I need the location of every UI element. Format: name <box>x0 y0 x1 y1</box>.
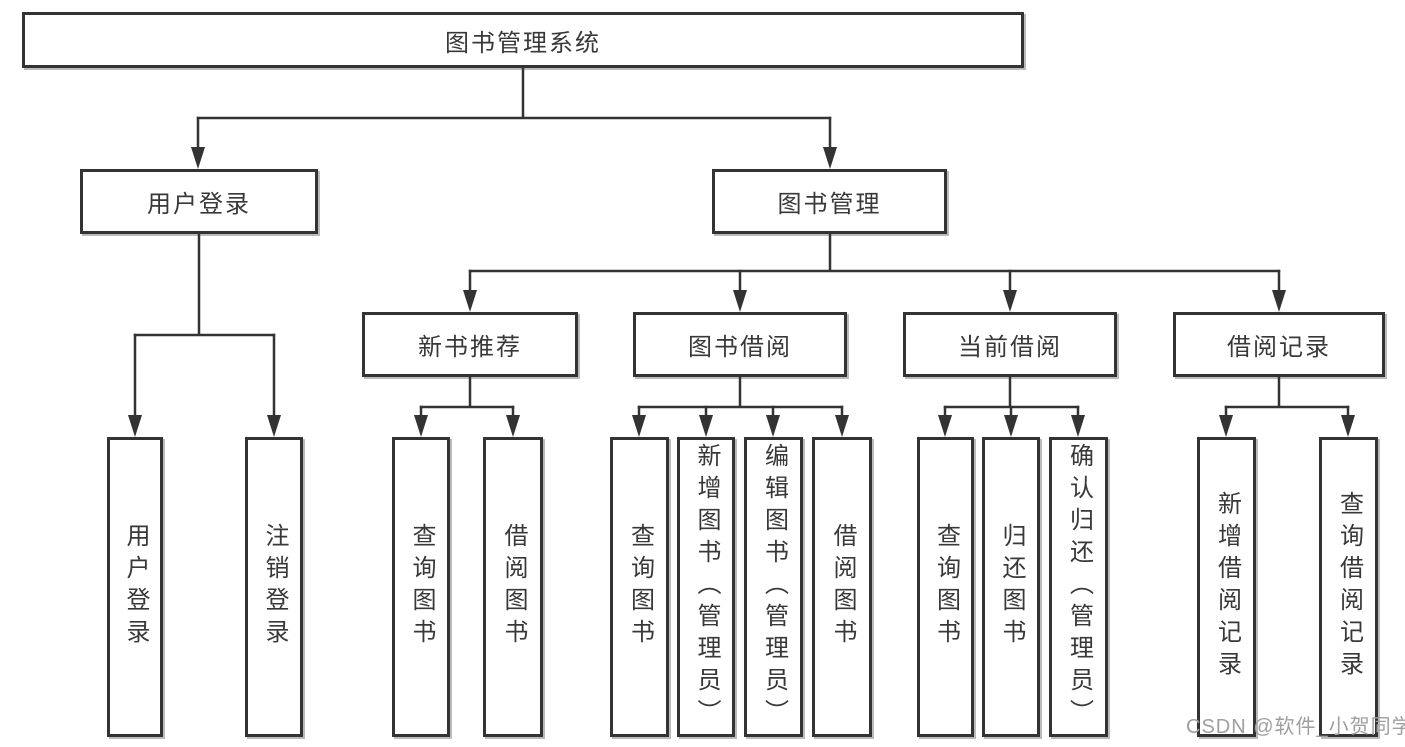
leaf-add-books-admin: 新增图书（管理员） <box>677 437 735 737</box>
node-label: 当前借阅 <box>958 334 1062 361</box>
node-book-management: 图书管理 <box>712 169 947 234</box>
node-label: 新增借阅记录 <box>1213 491 1241 683</box>
node-label: 图书管理 <box>777 191 882 218</box>
arrowhead-icon <box>1219 415 1233 437</box>
arrowhead-icon <box>766 415 780 437</box>
arrowhead-icon <box>733 290 747 312</box>
node-book-borrowing: 图书借阅 <box>633 312 847 377</box>
csdn-watermark: CSDN @软件_小贺同学 <box>1186 716 1405 738</box>
leaf-borrow-books: 借阅图书 <box>812 437 872 737</box>
leaf-query-books-recommend: 查询图书 <box>392 437 450 737</box>
arrowhead-icon <box>699 415 713 437</box>
leaf-query-borrow-record: 查询借阅记录 <box>1319 437 1378 737</box>
arrowhead-icon <box>463 290 477 312</box>
node-label: 新增图书（管理员） <box>693 443 720 731</box>
node-user-login: 用户登录 <box>80 169 318 234</box>
leaf-user-login: 用户登录 <box>107 437 163 737</box>
leaf-query-books-borrowing: 查询图书 <box>610 437 669 737</box>
leaf-logout: 注销登录 <box>245 437 303 737</box>
node-new-book-recommend: 新书推荐 <box>362 312 578 377</box>
node-label: 归还图书 <box>998 523 1025 651</box>
node-label: 借阅图书 <box>500 523 527 651</box>
node-label: 用户登录 <box>122 523 149 651</box>
node-label: 查询图书 <box>626 523 654 651</box>
arrowhead-icon <box>1003 290 1017 312</box>
arrowhead-icon <box>414 415 428 437</box>
leaf-confirm-return-admin: 确认归还（管理员） <box>1049 437 1108 737</box>
node-label: 用户登录 <box>147 191 251 218</box>
node-label: 借阅记录 <box>1227 334 1331 361</box>
leaf-add-borrow-record: 新增借阅记录 <box>1197 437 1256 737</box>
node-current-borrowing: 当前借阅 <box>903 312 1117 377</box>
node-label: 注销登录 <box>261 523 288 651</box>
arrowhead-icon <box>938 415 952 437</box>
leaf-return-books: 归还图书 <box>982 437 1040 737</box>
node-label: 查询图书 <box>408 523 435 651</box>
arrowhead-icon <box>191 147 205 169</box>
arrowhead-icon <box>1341 415 1355 437</box>
arrowhead-icon <box>632 415 646 437</box>
node-label: 查询图书 <box>932 523 960 651</box>
leaf-borrow-books-recommend: 借阅图书 <box>483 437 543 737</box>
leaf-query-books-current: 查询图书 <box>917 437 974 737</box>
node-label: 图书管理系统 <box>445 29 601 57</box>
node-label: 图书借阅 <box>688 334 792 361</box>
arrow-shafts <box>133 116 1350 425</box>
arrowhead-icon <box>1004 415 1018 437</box>
arrowhead-icon <box>835 415 849 437</box>
arrowhead-icon <box>1272 290 1286 312</box>
node-label: 借阅图书 <box>829 523 856 651</box>
arrowhead-icon <box>128 415 142 437</box>
node-label: 查询借阅记录 <box>1335 491 1363 683</box>
arrowhead-icon <box>506 415 520 437</box>
node-label: 编辑图书（管理员） <box>760 443 788 731</box>
node-label: 新书推荐 <box>418 334 522 361</box>
arrowhead-icon <box>267 415 281 437</box>
node-book-management-system: 图书管理系统 <box>22 12 1024 68</box>
leaf-edit-books-admin: 编辑图书（管理员） <box>744 437 803 737</box>
node-label: 确认归还（管理员） <box>1065 443 1093 731</box>
node-borrowing-records: 借阅记录 <box>1173 312 1385 377</box>
arrowhead-icon <box>823 147 837 169</box>
arrowhead-icon <box>1071 415 1085 437</box>
